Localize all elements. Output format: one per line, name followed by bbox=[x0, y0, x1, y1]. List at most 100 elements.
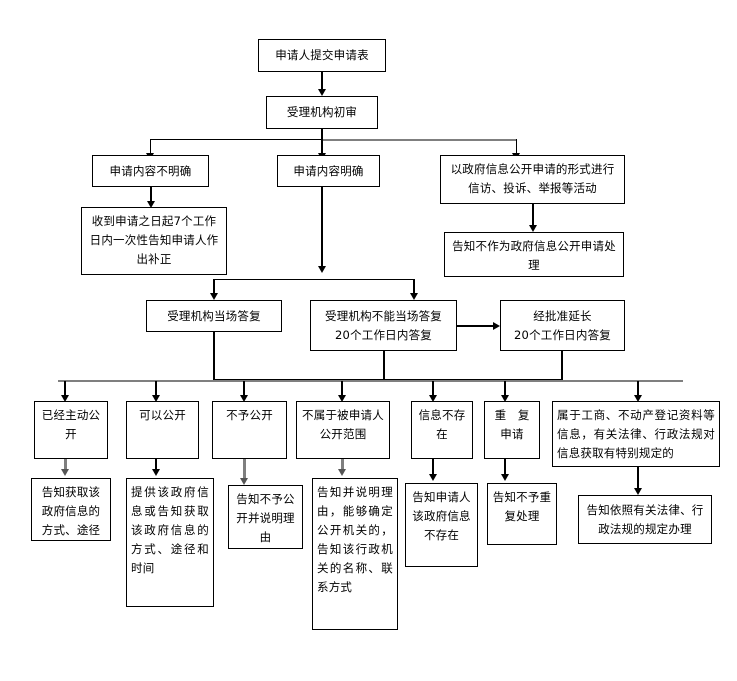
node-label: 告知不予公开并说明理由 bbox=[236, 492, 295, 544]
node-onsite-reply: 受理机构当场答复 bbox=[146, 300, 282, 332]
node-label: 可以公开 bbox=[139, 408, 186, 422]
connector-c3-r3 bbox=[243, 459, 246, 481]
connector-c4-r4 bbox=[341, 459, 344, 472]
node-label-line2: 20个工作日内答复 bbox=[335, 327, 432, 342]
node-approved-extension: 经批准延长 20个工作日内答复 bbox=[500, 300, 625, 351]
node-label: 提供该政府信息或告知获取该政府信息的方式、途径和时间 bbox=[131, 485, 209, 575]
node-category-already-disclosed: 已经主动公开 bbox=[34, 401, 108, 459]
connector-n10-down bbox=[561, 351, 563, 380]
node-result-follow-law: 告知依照有关法律、行政法规的规定办理 bbox=[578, 495, 712, 544]
connector-c6-r6 bbox=[504, 459, 506, 477]
arrowhead-c7 bbox=[633, 395, 642, 402]
node-category-not-disclose: 不予公开 bbox=[212, 401, 287, 459]
arrowhead-n4-down bbox=[317, 266, 326, 273]
connector-split-bar-row2-right bbox=[322, 139, 516, 141]
connector-n9-down bbox=[383, 351, 385, 380]
node-label-line1: 重 复 bbox=[494, 408, 534, 422]
connector-bus-c4 bbox=[341, 381, 343, 397]
node-label: 告知不予重复处理 bbox=[492, 490, 552, 523]
connector-n5-n7 bbox=[532, 204, 534, 228]
arrowhead-c1 bbox=[60, 395, 69, 402]
node-result-notify-agency-contact: 告知并说明理由，能够确定公开机关的，告知该行政机关的名称、联系方式 bbox=[312, 478, 398, 630]
node-label: 受理机构初审 bbox=[286, 105, 358, 119]
node-label: 受理机构当场答复 bbox=[167, 308, 261, 323]
node-label: 已经主动公开 bbox=[41, 408, 101, 441]
node-label: 告知依照有关法律、行政法规的规定办理 bbox=[586, 502, 704, 536]
node-supplement-notice: 收到申请之日起7个工作日内一次性告知申请人作出补正 bbox=[81, 207, 227, 275]
node-cannot-reply-onsite: 受理机构不能当场答复 20个工作日内答复 bbox=[310, 300, 457, 351]
connector-to-n8 bbox=[213, 279, 215, 296]
node-result-refuse-with-reason: 告知不予公开并说明理由 bbox=[228, 485, 303, 549]
node-initial-review: 受理机构初审 bbox=[266, 96, 378, 129]
node-label: 不属于被申请人公开范围 bbox=[302, 408, 384, 441]
node-label: 信息不存在 bbox=[418, 408, 466, 441]
arrowhead-r7 bbox=[633, 488, 642, 495]
node-label: 属于工商、不动产登记资料等信息，有关法律、行政法规对信息获取有特别规定的 bbox=[557, 408, 715, 460]
node-category-special-regulation: 属于工商、不动产登记资料等信息，有关法律、行政法规对信息获取有特别规定的 bbox=[552, 401, 720, 467]
connector-bus-c2 bbox=[155, 381, 157, 397]
connector-bus-c5 bbox=[432, 381, 434, 397]
arrowhead-c2 bbox=[151, 395, 160, 402]
connector-n8-down bbox=[213, 332, 215, 380]
node-not-treated-as-disclosure-request: 告知不作为政府信息公开申请处理 bbox=[444, 232, 624, 277]
connector-to-n4 bbox=[321, 139, 323, 155]
connector-c5-r5 bbox=[432, 459, 434, 477]
arrowhead-c3 bbox=[239, 395, 248, 402]
connector-n9-n10 bbox=[457, 325, 494, 327]
node-content-clear: 申请内容明确 bbox=[277, 155, 380, 187]
connector-n4-down bbox=[321, 187, 323, 270]
connector-split-bar-row2 bbox=[150, 139, 323, 140]
arrowhead-n7 bbox=[528, 225, 537, 232]
node-category-out-of-scope: 不属于被申请人公开范围 bbox=[296, 401, 390, 459]
node-result-notify-access-method: 告知获取该政府信息的方式、途径 bbox=[31, 478, 111, 541]
arrowhead-r4 bbox=[338, 469, 346, 476]
node-label-line2: 20个工作日内答复 bbox=[514, 327, 611, 342]
node-result-notify-not-exist: 告知申请人该政府信息不存在 bbox=[405, 483, 478, 567]
node-label: 不予公开 bbox=[226, 408, 273, 422]
arrowhead-n6 bbox=[146, 201, 155, 208]
node-category-can-disclose: 可以公开 bbox=[126, 401, 199, 459]
node-label: 告知获取该政府信息的方式、途径 bbox=[41, 485, 101, 537]
arrowhead-r3 bbox=[240, 478, 248, 485]
connector-bus-c6 bbox=[504, 381, 506, 397]
node-label: 申请内容明确 bbox=[293, 163, 364, 178]
arrowhead-n10 bbox=[493, 321, 500, 330]
arrowhead-r2 bbox=[151, 469, 160, 476]
node-label: 告知申请人该政府信息不存在 bbox=[412, 490, 471, 542]
node-category-info-not-exist: 信息不存在 bbox=[411, 401, 473, 459]
connector-bus-c3 bbox=[243, 381, 245, 397]
connector-c2-r2 bbox=[155, 459, 157, 472]
node-petition-complaint-report: 以政府信息公开申请的形式进行信访、投诉、举报等活动 bbox=[440, 155, 625, 204]
connector-to-n5 bbox=[516, 139, 517, 155]
connector-bus-c7 bbox=[637, 381, 639, 397]
node-application-submit: 申请人提交申请表 bbox=[258, 39, 386, 72]
arrowhead-c4 bbox=[337, 395, 346, 402]
arrowhead-r1 bbox=[61, 469, 69, 476]
node-label: 告知并说明理由，能够确定公开机关的，告知该行政机关的名称、联系方式 bbox=[317, 485, 393, 594]
arrowhead-n9 bbox=[409, 293, 418, 300]
connector-bus-c1 bbox=[64, 381, 66, 397]
node-label-line2: 申请 bbox=[500, 427, 524, 441]
node-label: 申请人提交申请表 bbox=[275, 48, 369, 62]
connector-n2-down bbox=[321, 129, 323, 139]
node-label: 告知不作为政府信息公开申请处理 bbox=[452, 239, 616, 272]
connector-distribution-bus bbox=[58, 380, 683, 382]
node-label-line1: 受理机构不能当场答复 bbox=[325, 308, 442, 323]
connector-to-n9 bbox=[413, 279, 415, 296]
connector-to-n3 bbox=[150, 139, 151, 155]
arrowhead-c6 bbox=[500, 395, 509, 402]
arrowhead-n8 bbox=[209, 293, 218, 300]
arrowhead-n2 bbox=[317, 89, 326, 96]
connector-c7-r7 bbox=[637, 467, 639, 491]
arrowhead-c5 bbox=[428, 395, 437, 402]
connector-n3-n6 bbox=[150, 187, 152, 204]
node-result-no-duplicate-handling: 告知不予重复处理 bbox=[487, 483, 557, 545]
node-label-line1: 经批准延长 bbox=[533, 308, 592, 323]
node-label: 申请内容不明确 bbox=[109, 163, 192, 178]
connector-c1-r1 bbox=[64, 459, 67, 472]
connector-n1-n2 bbox=[321, 72, 323, 91]
node-category-duplicate-request: 重 复 申请 bbox=[484, 401, 540, 459]
connector-split-bar-row4 bbox=[213, 279, 415, 280]
arrowhead-r6 bbox=[500, 474, 509, 481]
